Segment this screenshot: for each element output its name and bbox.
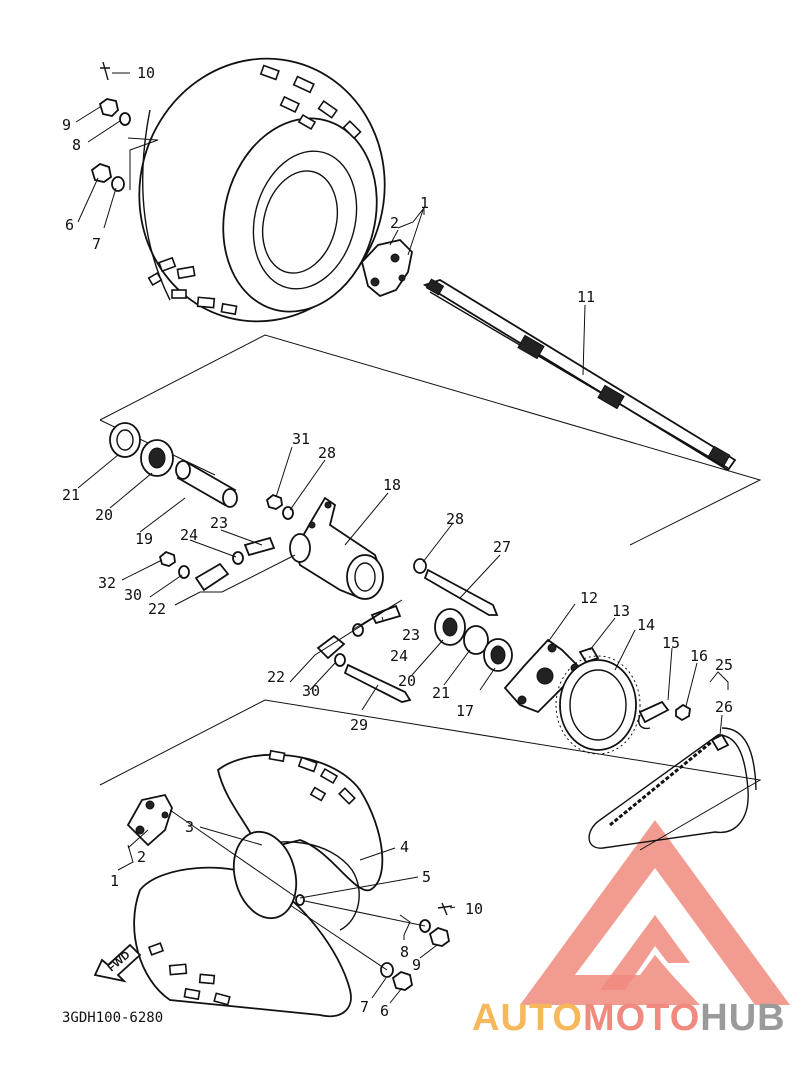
callout-17: 17 [456, 702, 474, 720]
callout-10: 10 [137, 64, 155, 82]
callout-6b: 6 [380, 1002, 389, 1020]
callout-32: 32 [98, 574, 116, 592]
top-fasteners [90, 61, 131, 192]
callout-23: 23 [210, 514, 228, 532]
callout-7b: 7 [360, 998, 369, 1016]
diagram-code: 3GDH100-6280 [62, 1010, 163, 1026]
callout-15: 15 [662, 634, 680, 652]
bottom-fasteners [289, 894, 453, 991]
callout-29: 29 [350, 716, 368, 734]
callout-21: 21 [62, 486, 80, 504]
drive-chain-25 [588, 727, 757, 849]
spacer-19 [175, 460, 238, 508]
callout-12: 12 [580, 589, 598, 607]
watermark-moto: MOTO [583, 997, 700, 1039]
callout-labels: 10 9 8 6 7 2 1 11 21 20 19 31 28 18 23 2… [62, 64, 733, 1020]
sprocket-bolts [638, 700, 691, 730]
callout-6: 6 [65, 216, 74, 234]
callout-1b: 1 [110, 872, 119, 890]
callout-25: 25 [715, 656, 733, 674]
callout-26: 26 [715, 698, 733, 716]
rear-axle [422, 278, 737, 472]
top-wheel-hub [361, 239, 413, 298]
bottom-wheel-hub [126, 793, 301, 901]
watermark-inner-mark-icon [600, 915, 690, 990]
watermark-auto: AUTO [472, 997, 583, 1039]
top-wheel-tire [138, 57, 386, 323]
svg-text:AUTOMOTOHUB: AUTOMOTOHUB [472, 997, 786, 1039]
callout-28b: 28 [446, 510, 464, 528]
callout-30b: 30 [302, 682, 320, 700]
middle-fasteners [158, 493, 499, 703]
callout-19: 19 [135, 530, 153, 548]
callout-27: 27 [493, 538, 511, 556]
axle-spline-icon [425, 278, 731, 467]
watermark-hub: HUB [700, 997, 785, 1039]
callout-23b: 23 [402, 626, 420, 644]
bearing-left [109, 422, 174, 477]
callout-10b: 10 [465, 900, 483, 918]
bearing-right [434, 608, 513, 672]
leader-lines [75, 72, 729, 1004]
callout-30: 30 [124, 586, 142, 604]
callout-24b: 24 [390, 647, 408, 665]
callout-18: 18 [383, 476, 401, 494]
callout-7: 7 [92, 235, 101, 253]
callout-22: 22 [148, 600, 166, 618]
watermark-triangle-icon [520, 820, 790, 1005]
callout-20: 20 [95, 506, 113, 524]
fwd-arrow-icon: FWD [93, 943, 142, 983]
callout-21b: 21 [432, 684, 450, 702]
callout-3: 3 [185, 818, 194, 836]
callout-13: 13 [612, 602, 630, 620]
callout-8b: 8 [400, 943, 409, 961]
callout-2b: 2 [137, 848, 146, 866]
drive-sprocket-14 [555, 655, 641, 755]
bottom-wheel-tire [133, 749, 384, 1018]
top-tire-tread-icon [147, 64, 362, 316]
callout-2: 2 [390, 214, 399, 232]
callout-28: 28 [318, 444, 336, 462]
callout-14: 14 [637, 616, 655, 634]
callout-4: 4 [400, 838, 409, 856]
callout-16: 16 [690, 647, 708, 665]
callout-9b: 9 [412, 956, 421, 974]
axle-housing-18 [289, 496, 384, 600]
callout-22b: 22 [267, 668, 285, 686]
bottom-tire-tread-icon [147, 749, 356, 1006]
callout-24: 24 [180, 526, 198, 544]
callout-9: 9 [62, 116, 71, 134]
watermark-logo: AUTOMOTOHUB [472, 820, 790, 1039]
callout-5: 5 [422, 868, 431, 886]
callout-31: 31 [292, 430, 310, 448]
callout-1: 1 [420, 194, 429, 212]
callout-11: 11 [577, 288, 595, 306]
callout-20b: 20 [398, 672, 416, 690]
callout-8: 8 [72, 136, 81, 154]
